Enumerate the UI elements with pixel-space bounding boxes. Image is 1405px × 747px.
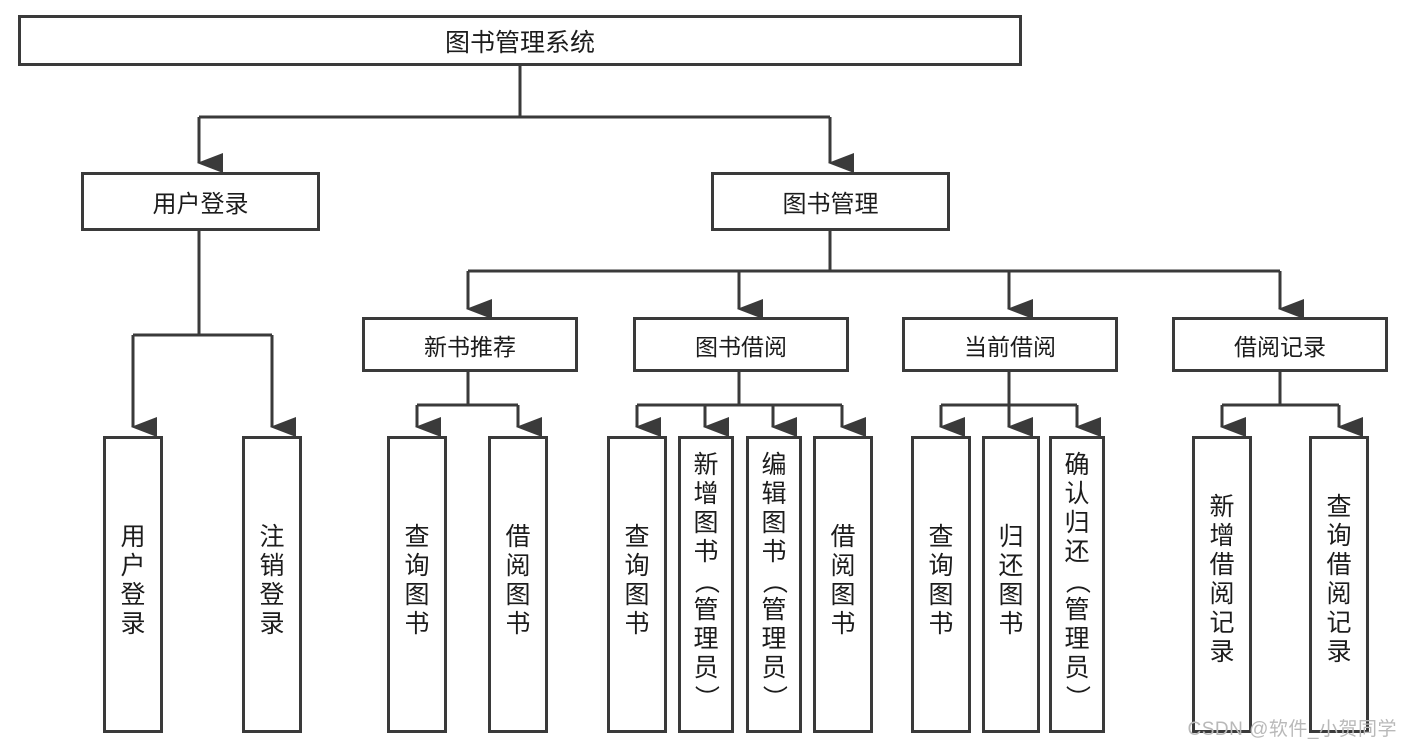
watermark: CSDN @软件_小贺同学: [1187, 719, 1397, 740]
leaf-query-borrow-record-label: 查 询 借 阅 记 录: [1326, 493, 1352, 666]
leaf-borrow-book[interactable]: 借 阅 图 书: [813, 436, 873, 733]
node-book-management-label: 图书管理: [782, 191, 879, 218]
node-user-login-label: 用户登录: [152, 191, 249, 218]
node-new-book-recommend[interactable]: 新书推荐: [362, 317, 578, 372]
leaf-query-book-new[interactable]: 查 询 图 书: [387, 436, 447, 733]
node-root[interactable]: 图书管理系统: [18, 15, 1022, 66]
leaf-query-borrow-record[interactable]: 查 询 借 阅 记 录: [1309, 436, 1369, 733]
node-book-management[interactable]: 图书管理: [711, 172, 950, 231]
leaf-borrow-book-label: 借 阅 图 书: [830, 523, 856, 638]
leaf-confirm-return-admin-label: 确 认 归 还 （ 管 理 员 ）: [1052, 445, 1102, 712]
leaf-query-book-borrow[interactable]: 查 询 图 书: [607, 436, 667, 733]
leaf-borrow-book-new[interactable]: 借 阅 图 书: [488, 436, 548, 733]
leaf-user-login-label: 用 户 登 录: [120, 523, 146, 638]
leaf-add-book-admin-pre: 新 增 图 书: [693, 451, 719, 566]
node-current-borrow-label: 当前借阅: [964, 333, 1056, 360]
paren-open-icon: （: [1063, 568, 1092, 595]
leaf-confirm-return-admin-mid: 管 理 员: [1064, 596, 1090, 682]
paren-open-icon: （: [692, 568, 721, 595]
leaf-edit-book-admin-label: 编 辑 图 书 （ 管 理 员 ）: [749, 445, 799, 712]
leaf-query-book-current-label: 查 询 图 书: [928, 523, 954, 638]
node-book-borrow[interactable]: 图书借阅: [633, 317, 849, 372]
paren-close-icon: ）: [692, 684, 721, 711]
node-current-borrow[interactable]: 当前借阅: [902, 317, 1118, 372]
paren-open-icon: （: [760, 568, 789, 595]
leaf-query-book-current[interactable]: 查 询 图 书: [911, 436, 971, 733]
leaf-add-book-admin-label: 新 增 图 书 （ 管 理 员 ）: [681, 445, 731, 712]
leaf-add-borrow-record[interactable]: 新 增 借 阅 记 录: [1192, 436, 1252, 733]
paren-close-icon: ）: [1063, 684, 1092, 711]
leaf-logout-label: 注 销 登 录: [259, 523, 285, 638]
leaf-add-book-admin-mid: 管 理 员: [693, 596, 719, 682]
leaf-user-login[interactable]: 用 户 登 录: [103, 436, 163, 733]
leaf-borrow-book-new-label: 借 阅 图 书: [505, 523, 531, 638]
leaf-edit-book-admin-pre: 编 辑 图 书: [761, 451, 787, 566]
leaf-query-book-borrow-label: 查 询 图 书: [624, 523, 650, 638]
leaf-return-book-label: 归 还 图 书: [998, 523, 1024, 638]
node-root-label: 图书管理系统: [444, 28, 595, 57]
leaf-confirm-return-admin-pre: 确 认 归 还: [1064, 451, 1090, 566]
leaf-query-book-new-label: 查 询 图 书: [404, 523, 430, 638]
paren-close-icon: ）: [760, 684, 789, 711]
leaf-return-book[interactable]: 归 还 图 书: [982, 436, 1040, 733]
node-new-book-recommend-label: 新书推荐: [424, 333, 516, 360]
leaf-edit-book-admin[interactable]: 编 辑 图 书 （ 管 理 员 ）: [746, 436, 802, 733]
node-user-login[interactable]: 用户登录: [81, 172, 320, 231]
leaf-add-book-admin[interactable]: 新 增 图 书 （ 管 理 员 ）: [678, 436, 734, 733]
leaf-edit-book-admin-mid: 管 理 员: [761, 596, 787, 682]
node-borrow-record[interactable]: 借阅记录: [1172, 317, 1388, 372]
leaf-logout[interactable]: 注 销 登 录: [242, 436, 302, 733]
node-book-borrow-label: 图书借阅: [695, 333, 787, 360]
leaf-add-borrow-record-label: 新 增 借 阅 记 录: [1209, 493, 1235, 666]
node-borrow-record-label: 借阅记录: [1234, 333, 1326, 360]
leaf-confirm-return-admin[interactable]: 确 认 归 还 （ 管 理 员 ）: [1049, 436, 1105, 733]
